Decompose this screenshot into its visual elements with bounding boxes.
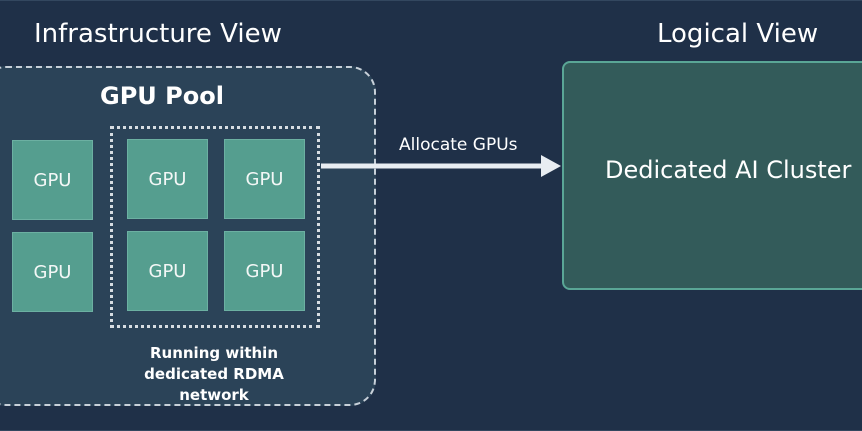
gpu-node: GPU xyxy=(224,139,305,219)
infrastructure-view-heading: Infrastructure View xyxy=(34,19,282,49)
gpu-pool-title: GPU Pool xyxy=(100,82,224,110)
gpu-node: GPU xyxy=(127,139,208,219)
gpu-node: GPU xyxy=(224,231,305,311)
gpu-node: GPU xyxy=(127,231,208,311)
allocate-arrow-head xyxy=(541,155,561,177)
gpu-node: GPU xyxy=(12,140,93,220)
rdma-network-boundary xyxy=(110,126,320,328)
gpu-node: GPU xyxy=(12,232,93,312)
allocate-gpus-label: Allocate GPUs xyxy=(399,135,518,155)
top-border xyxy=(0,0,862,1)
logical-view-heading: Logical View xyxy=(657,19,819,49)
rdma-network-caption: Running within dedicated RDMA network xyxy=(144,344,284,404)
dedicated-ai-cluster-label: Dedicated AI Cluster xyxy=(605,156,852,184)
dedicated-ai-cluster-box xyxy=(562,61,862,290)
